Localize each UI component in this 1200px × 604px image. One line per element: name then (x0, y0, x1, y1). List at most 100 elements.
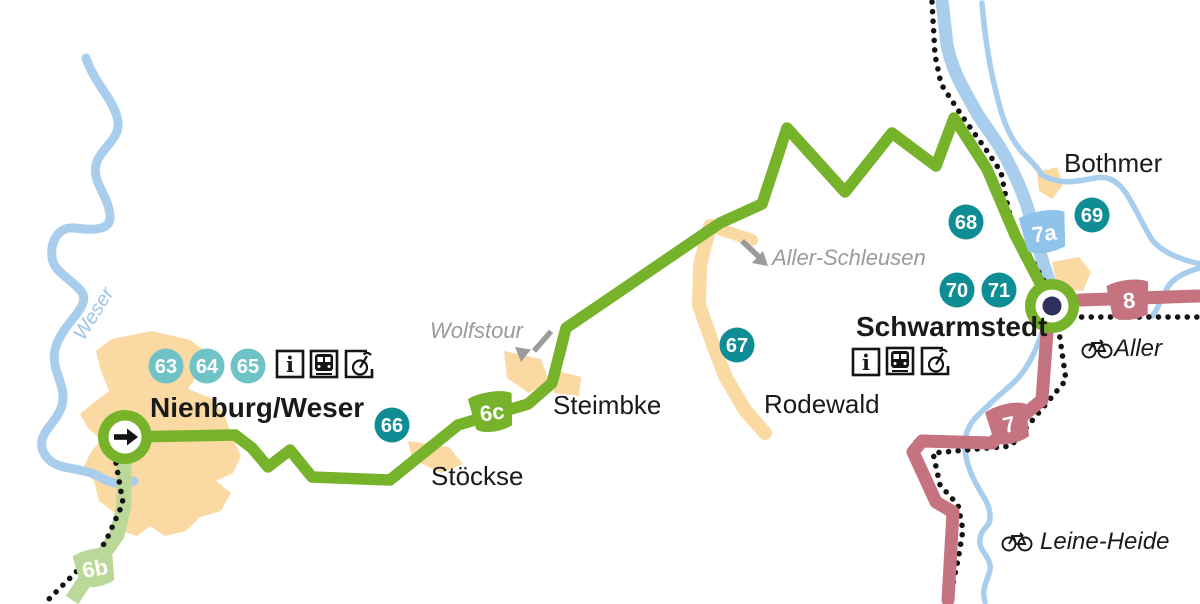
train-icon[interactable] (885, 346, 915, 376)
label-steimbke: Steimbke (553, 390, 661, 420)
label-wolfstour: Wolfstour (430, 318, 525, 343)
badge-63-number: 63 (155, 356, 177, 378)
services-nienburg: i (275, 349, 374, 379)
bike-rental-box (344, 349, 374, 379)
flag-shape (467, 391, 513, 433)
services-schwarmstedt: i (851, 346, 950, 377)
train-light (327, 365, 331, 368)
info-icon[interactable]: i (275, 349, 305, 379)
bikeroute-aller: Aller (1081, 335, 1163, 362)
badge-circle (981, 272, 1017, 308)
badge-circle (189, 348, 225, 384)
route-marker-8-label: 8 (1122, 287, 1137, 313)
badge-64[interactable]: 64 (189, 348, 225, 384)
label-stoeckse: Stöckse (431, 461, 524, 491)
info-glyph: i (286, 352, 294, 377)
bicycle-icon (1081, 339, 1113, 359)
badge-66[interactable]: 66 (374, 407, 410, 443)
route-marker-8[interactable]: 8 (1106, 278, 1152, 322)
info-icon[interactable]: i (851, 347, 881, 377)
train-light (317, 365, 321, 368)
road-aller-schleusen (692, 219, 772, 440)
railways (45, 0, 1200, 603)
badge-70-number: 70 (946, 280, 968, 302)
label-bothmer: Bothmer (1064, 148, 1163, 178)
badge-68[interactable]: 68 (948, 204, 984, 240)
bike-fork (359, 351, 372, 369)
flag-shape (1018, 210, 1066, 254)
route-main-green-line (119, 112, 1058, 486)
route-marker-6b-label: 6b (80, 554, 110, 583)
badge-66-number: 66 (381, 415, 403, 437)
label-aller-schleusen: Aller-Schleusen (770, 245, 926, 270)
train-light (893, 362, 897, 365)
river-weser (37, 53, 139, 489)
badge-68-number: 68 (955, 212, 977, 234)
flag-shape (72, 548, 115, 588)
route-start-marker[interactable] (98, 410, 152, 464)
train-rail (316, 373, 332, 375)
route-marker-7-label: 7 (1001, 411, 1018, 438)
badge-circle (939, 272, 975, 308)
poi-badges: 63 64 65 66 67 68 69 70 (148, 197, 1110, 443)
train-window (317, 357, 323, 362)
town-area-steimbke-west (504, 351, 549, 393)
bike-wheel (927, 356, 945, 373)
bike-fork (935, 348, 948, 366)
train-rail (892, 370, 908, 372)
route-end-marker[interactable] (1025, 279, 1079, 333)
end-dot (1042, 296, 1062, 316)
badge-69-number: 69 (1081, 205, 1103, 227)
badge-70[interactable]: 70 (939, 272, 975, 308)
badge-67-number: 67 (726, 335, 748, 357)
route-marker-7a[interactable]: 7a (1018, 208, 1069, 256)
start-arrow-icon (114, 428, 138, 446)
label-rodewald: Rodewald (764, 389, 880, 419)
badge-circle (230, 348, 266, 384)
badge-67[interactable]: 67 (719, 327, 755, 363)
badge-circle (374, 407, 410, 443)
train-icon[interactable] (309, 349, 339, 379)
badge-65-number: 65 (237, 356, 259, 378)
badge-71-number: 71 (988, 280, 1010, 302)
badge-circle (719, 327, 755, 363)
badge-circle (948, 204, 984, 240)
label-leine-heide-route: Leine-Heide (1040, 528, 1169, 555)
badge-64-number: 64 (196, 356, 219, 378)
train-body (891, 351, 909, 368)
badge-65[interactable]: 65 (230, 348, 266, 384)
route-marker-6b[interactable]: 6b (72, 546, 118, 590)
train-window (893, 354, 899, 359)
railway-southwest (45, 460, 126, 603)
train-light (903, 362, 907, 365)
bike-rental-icon[interactable] (920, 346, 950, 376)
bike-rental-box (920, 346, 950, 376)
route-marker-6c[interactable]: 6c (467, 389, 516, 435)
train-body (315, 354, 333, 371)
river-leine (962, 303, 1053, 604)
bicycle-icon (1001, 532, 1033, 552)
badge-71[interactable]: 71 (981, 272, 1017, 308)
flag-shape (985, 402, 1029, 445)
wolfstour-arrow-icon (515, 329, 554, 362)
route-marker-6c-label: 6c (478, 398, 506, 426)
route-marker-7[interactable]: 7 (984, 400, 1033, 448)
badge-63[interactable]: 63 (148, 348, 184, 384)
bike-wheel (351, 359, 369, 376)
poi-arrows (515, 238, 768, 362)
badge-circle (1074, 197, 1110, 233)
bike-rental-icon[interactable] (344, 349, 374, 379)
river-aller-main (935, 0, 1063, 305)
label-aller-route: Aller (1112, 335, 1163, 362)
label-schwarmstedt: Schwarmstedt (856, 311, 1047, 342)
label-nienburg: Nienburg/Weser (150, 392, 364, 423)
badge-circle (148, 348, 184, 384)
route-7-line (906, 311, 1055, 604)
bikeroute-leine-heide: Leine-Heide (1001, 528, 1169, 555)
badge-69[interactable]: 69 (1074, 197, 1110, 233)
railway-south (929, 315, 1069, 601)
train-window (901, 354, 907, 359)
info-glyph: i (862, 350, 870, 375)
